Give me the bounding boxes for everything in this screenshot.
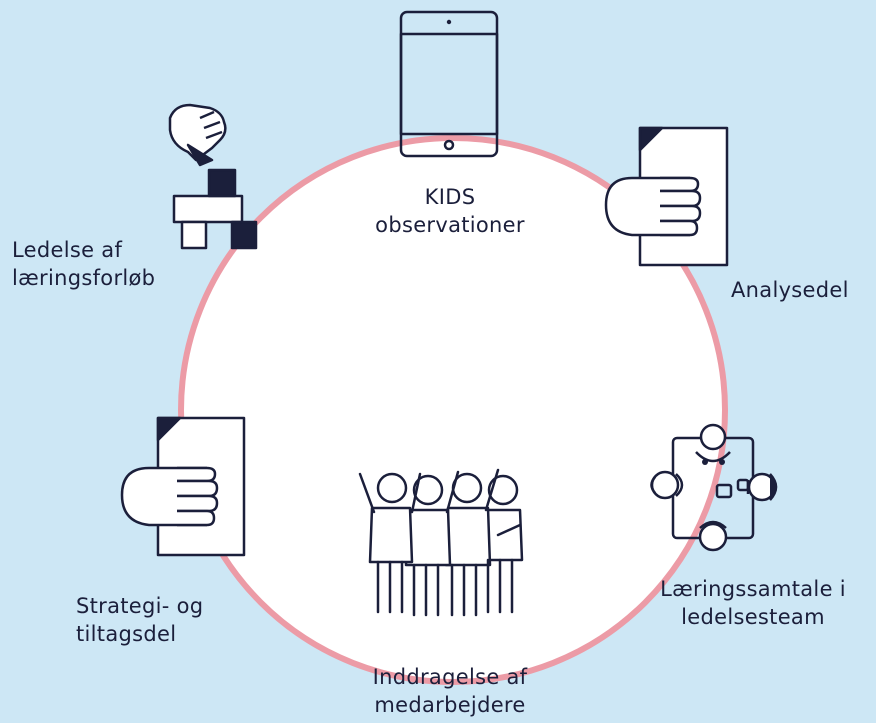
cycle-circle: [178, 135, 728, 685]
hand-document-icon: [120, 416, 246, 557]
ledelse-line2: læringsforløb: [12, 266, 156, 290]
node-label-strategi: Strategi- og tiltagsdel: [76, 592, 203, 648]
laeringssamtale-line2: ledelsesteam: [681, 605, 825, 629]
kids-line1: KIDS: [424, 185, 476, 209]
hand-blocks-icon: [168, 103, 258, 250]
inddragelse-line2: medarbejdere: [374, 693, 526, 717]
hand-document-icon: [604, 126, 729, 267]
ledelse-line1: Ledelse af: [12, 238, 123, 262]
cheering-group-icon: [358, 468, 524, 617]
inddragelse-line1: Inddragelse af: [372, 665, 528, 689]
analyse-line1: Analysedel: [731, 278, 849, 302]
node-label-laeringssamtale: Læringssamtale i ledelsesteam: [640, 575, 866, 631]
node-label-ledelse: Ledelse af læringsforløb: [12, 236, 155, 292]
strategi-line2: tiltagsdel: [76, 622, 177, 646]
kids-line2: observationer: [375, 213, 525, 237]
node-label-analyse: Analysedel: [731, 276, 849, 304]
tablet-icon: [399, 10, 499, 158]
node-label-inddragelse: Inddragelse af medarbejdere: [345, 663, 555, 719]
node-label-kids: KIDS observationer: [350, 183, 550, 239]
meeting-table-icon: [650, 423, 778, 552]
strategi-line1: Strategi- og: [76, 594, 204, 618]
laeringssamtale-line1: Læringssamtale i: [660, 577, 846, 601]
